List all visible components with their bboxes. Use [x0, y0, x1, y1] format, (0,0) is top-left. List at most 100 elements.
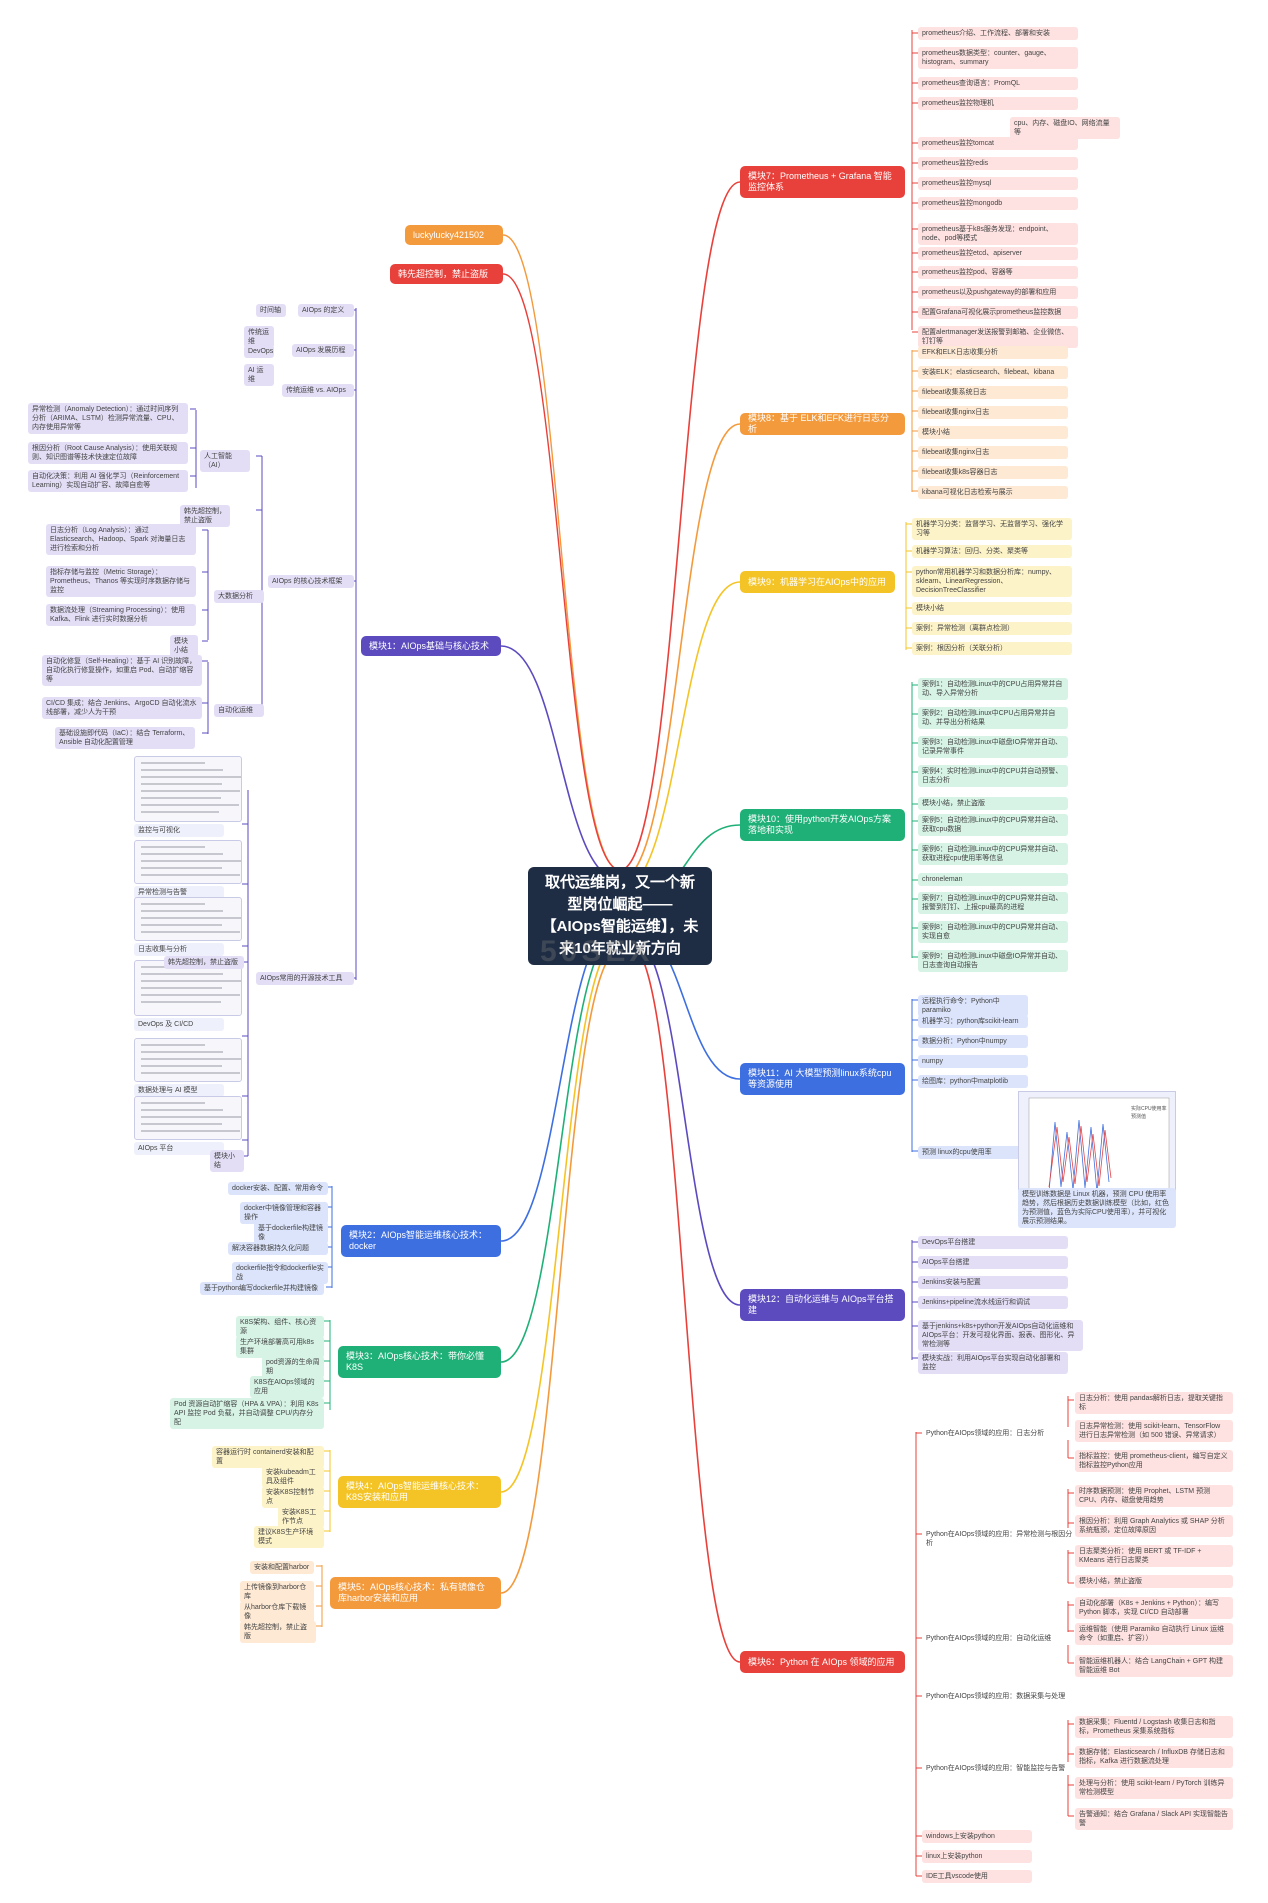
- copyright-badge: 韩先超控制，禁止盗版: [390, 264, 503, 284]
- m10-item: 案例8：自动检测Linux中的CPU异常并自动、实现自愈: [918, 921, 1068, 943]
- m6-tail-item: windows上安装python: [922, 1830, 1032, 1843]
- m10-item: 案例4：实时检测Linux中的CPU并自动预警、日志分析: [918, 765, 1068, 787]
- m6-item: 自动化部署（K8s + Jenkins + Python）：编写 Python …: [1075, 1597, 1233, 1619]
- m1-detail: 自动化修复（Self-Healing）：基于 AI 识别故障，自动化执行修复操作…: [42, 655, 202, 686]
- tool-table-thumbnail: [134, 756, 242, 822]
- node-label: 模块12：自动化运维与 AIOps平台搭建: [748, 1294, 894, 1315]
- m9-item: 模块小结: [912, 602, 1072, 615]
- m1-branch: AIOps 发展历程: [292, 344, 354, 357]
- tool-table-thumbnail: [134, 1038, 242, 1082]
- m1-detail: 模块小结: [170, 635, 198, 657]
- module-11-node: 模块11：AI 大模型预测linux系统cpu等资源使用: [740, 1063, 905, 1095]
- m5-item: 安装和配置harbor: [250, 1561, 314, 1574]
- m6-tail-item: IDE工具vscode使用: [922, 1870, 1032, 1883]
- m3-item: K8S架构、组件、核心资源: [236, 1316, 324, 1338]
- m6-item: 智能运维机器人：结合 LangChain + GPT 构建智能运维 Bot: [1075, 1655, 1233, 1677]
- m7-item: cpu、内存、磁盘IO、网络流量等: [1010, 117, 1120, 139]
- connector-line: [619, 181, 741, 871]
- chart-legend-entry: 实际CPU使用率: [1131, 1105, 1167, 1112]
- m6-group-label: Python在AIOps领域的应用：异常检测与根因分析: [922, 1528, 1082, 1550]
- tool-table-thumbnail: [134, 840, 242, 884]
- m1-group: 自动化运维: [214, 704, 264, 717]
- connector-line: [500, 949, 621, 1594]
- m7-item: prometheus监控pod、容器等: [918, 266, 1078, 279]
- m2-item: dockerfile指令和dockerfile实战: [232, 1262, 328, 1284]
- m6-group-label: Python在AIOps领域的应用：数据采集与处理: [922, 1690, 1082, 1703]
- connector-line: [502, 273, 621, 871]
- m2-item: 基于python编写dockerfile并构建镜像: [200, 1282, 324, 1295]
- tool-category-label: 日志收集与分析: [134, 943, 224, 956]
- m1-branch: AIOps 的核心技术框架: [268, 575, 354, 588]
- m1-group: 人工智能（AI）: [200, 450, 250, 472]
- m7-item: prometheus监控mongodb: [918, 197, 1078, 210]
- chart-series-line: [1048, 1119, 1110, 1193]
- m1-sub: AI 运维: [244, 364, 274, 386]
- chart-legend-entry: 预测值: [1131, 1113, 1146, 1120]
- tool-category-label: AIOps 平台: [134, 1142, 224, 1155]
- connector-line: [500, 939, 621, 1493]
- m6-group-label: Python在AIOps领域的应用：日志分析: [922, 1427, 1082, 1440]
- node-label: 模块9：机器学习在AIOps中的应用: [748, 576, 887, 587]
- m6-item: 数据存储：Elasticsearch / InfluxDB 存储日志和指标，Ka…: [1075, 1746, 1233, 1768]
- node-label: 模块8：基于 ELK和EFK进行日志分析: [748, 413, 890, 434]
- m12-item: AIOps平台搭建: [918, 1256, 1068, 1269]
- m1-detail: 基础设施即代码（IaC）：结合 Terraform、Ansible 自动化配置管…: [55, 727, 195, 749]
- module-3-node: 模块3：AIOps核心技术：带你必懂K8S: [338, 1346, 501, 1378]
- module-5-node: 模块5：AIOps核心技术：私有镜像仓库harbor安装和应用: [330, 1577, 501, 1609]
- m11-item: numpy: [918, 1055, 1028, 1068]
- m8-item: EFK和ELK日志收集分析: [918, 346, 1068, 359]
- m6-item: 日志异常检测：使用 scikit-learn、TensorFlow 进行日志异常…: [1075, 1420, 1233, 1442]
- m3-item: pod资源的生命周期: [262, 1356, 324, 1378]
- m3-item: K8S在AIOps领域的应用: [250, 1376, 324, 1398]
- m1-b5-item: 韩先超控制，禁止盗版: [164, 956, 244, 969]
- m12-item: Jenkins安装与配置: [918, 1276, 1068, 1289]
- watermark: 50SEX: [540, 935, 654, 968]
- m7-item: prometheus介绍、工作流程、部署和安装: [918, 27, 1078, 40]
- m7-item: 配置alertmanager发送报警到邮箱、企业微信、钉钉等: [918, 326, 1078, 348]
- tool-category-label: 异常检测与告警: [134, 886, 224, 899]
- m6-item: 根因分析：利用 Graph Analytics 或 SHAP 分析系统瓶颈，定位…: [1075, 1515, 1233, 1537]
- m6-item: 指标监控：使用 prometheus-client，编写自定义指标监控Pytho…: [1075, 1450, 1233, 1472]
- m3-item: Pod 资源自动扩缩容（HPA & VPA）：利用 K8s API 监控 Pod…: [170, 1398, 324, 1429]
- node-label: 模块4：AIOps智能运维核心技术：K8S安装和应用: [346, 1481, 485, 1502]
- module-7-node: 模块7：Prometheus + Grafana 智能监控体系: [740, 166, 905, 198]
- m12-item: 模块实战：利用AIOps平台实现自动化部署和监控: [918, 1352, 1068, 1374]
- m7-item: prometheus查询语言：PromQL: [918, 77, 1078, 90]
- m7-item: prometheus监控mysql: [918, 177, 1078, 190]
- node-label: 模块10：使用python开发AIOps方案落地和实现: [748, 814, 892, 835]
- m11-item: 数据分析：Python中numpy: [918, 1035, 1028, 1048]
- node-label: 模块7：Prometheus + Grafana 智能监控体系: [748, 171, 892, 192]
- m1-group: 韩先超控制，禁止盗版: [180, 505, 230, 527]
- m6-item: 时序数据预测：使用 Prophet、LSTM 预测 CPU、内存、磁盘使用趋势: [1075, 1485, 1233, 1507]
- module-8-node: 模块8：基于 ELK和EFK进行日志分析: [740, 413, 905, 435]
- m8-item: filebeat收集nginx日志: [918, 406, 1068, 419]
- m7-item: prometheus监控redis: [918, 157, 1078, 170]
- m1-detail: 根因分析（Root Cause Analysis）：使用关联规则、知识图谱等技术…: [28, 442, 188, 464]
- module-4-node: 模块4：AIOps智能运维核心技术：K8S安装和应用: [338, 1476, 501, 1508]
- m9-item: python常用机器学习和数据分析库：numpy、sklearn、LinearR…: [912, 566, 1072, 597]
- m10-item: 案例3：自动检测Linux中磁盘IO异常并自动、记录异常事件: [918, 736, 1068, 758]
- center-topic: 取代运维岗，又一个新型岗位崛起——【AIOps智能运维】，未来10年就业新方向: [528, 867, 712, 965]
- m5-item: 韩先超控制，禁止盗版: [240, 1621, 316, 1643]
- m1-branch: AIOps 的定义: [298, 304, 354, 317]
- m4-item: 建议K8S生产环境模式: [254, 1526, 324, 1548]
- m6-group-label: Python在AIOps领域的应用：智能监控与告警: [922, 1762, 1082, 1775]
- m4-item: 安装K8S工作节点: [278, 1506, 324, 1528]
- m9-item: 案例：异常检测（离群点检测）: [912, 622, 1072, 635]
- m6-tail-item: linux上安装python: [922, 1850, 1032, 1863]
- node-label: luckylucky421502: [413, 229, 485, 240]
- m2-item: docker中镜像管理和容器操作: [240, 1202, 328, 1224]
- m7-item: 配置Grafana可视化展示prometheus监控数据: [918, 306, 1078, 319]
- node-label: 模块11：AI 大模型预测linux系统cpu等资源使用: [748, 1068, 892, 1089]
- m10-item: chroneleman: [918, 873, 1068, 886]
- m1-detail: 数据流处理（Streaming Processing）：使用 Kafka、Fli…: [46, 604, 196, 626]
- m10-item: 模块小结，禁止盗版: [918, 797, 1068, 810]
- m1-branch: 传统运维 vs. AIOps: [282, 384, 354, 397]
- m6-item: 模块小结，禁止盗版: [1075, 1575, 1233, 1588]
- m5-item: 从harbor仓库下载镜像: [240, 1601, 314, 1623]
- node-label: 模块6：Python 在 AIOps 领域的应用: [748, 1656, 895, 1667]
- node-label: 韩先超控制，禁止盗版: [398, 268, 489, 279]
- m7-item: prometheus监控tomcat: [918, 137, 1078, 150]
- connector-line: [502, 234, 621, 871]
- m1-detail: 指标存储与监控（Metric Storage）：Prometheus、Thano…: [46, 566, 196, 597]
